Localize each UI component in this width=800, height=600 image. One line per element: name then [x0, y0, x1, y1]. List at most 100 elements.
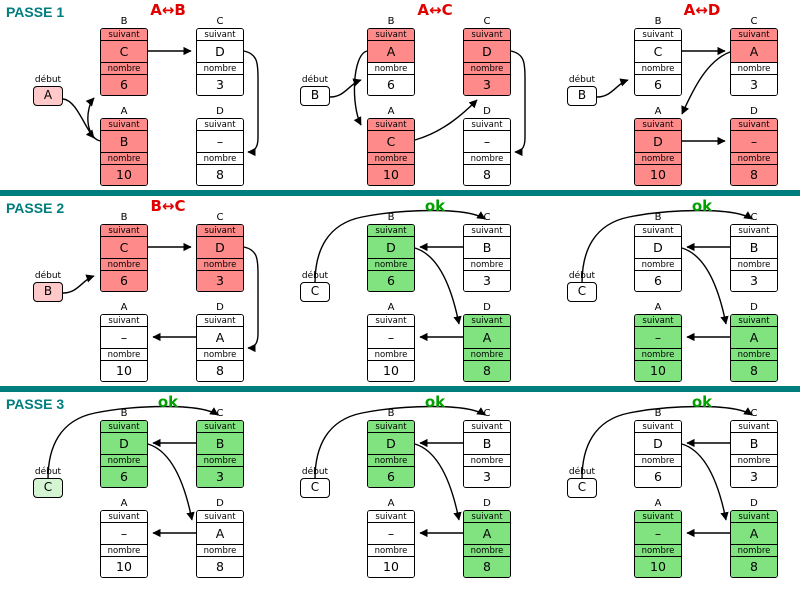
nombre-header: nombre [464, 62, 510, 75]
suivant-header: suivant [635, 315, 681, 327]
node-box: suivant D nombre 6 [100, 420, 148, 488]
node-name-label: A [654, 106, 662, 117]
node-name-label: D [483, 302, 491, 313]
node-box: suivant B nombre 3 [196, 420, 244, 488]
node-name-label: D [750, 106, 758, 117]
node-box: suivant D nombre 3 [196, 28, 244, 96]
node-box: suivant – nombre 10 [634, 510, 682, 578]
nombre-header: nombre [101, 544, 147, 557]
list-node: A suivant – nombre 10 [634, 498, 682, 578]
pass-2-row: PASSE 2 B↔C début B B suivant C nombre 6… [0, 196, 800, 386]
nombre-value: 8 [464, 360, 510, 381]
nombre-header: nombre [197, 62, 243, 75]
nombre-header: nombre [464, 258, 510, 271]
suivant-value: – [101, 327, 147, 349]
list-node: B suivant D nombre 6 [634, 212, 682, 292]
node-box: suivant – nombre 8 [196, 118, 244, 186]
suivant-value: B [101, 131, 147, 153]
node-name-label: A [120, 498, 128, 509]
panel-operation-title: ok [424, 393, 446, 411]
trace-panel: A↔B début A B suivant C nombre 6 C suiva… [0, 0, 267, 190]
node-name-label: A [387, 302, 395, 313]
suivant-value: C [368, 131, 414, 153]
node-name-label: C [216, 16, 224, 27]
debut-label: début [34, 75, 62, 85]
trace-panel: B↔C début B B suivant C nombre 6 C suiva… [0, 196, 267, 386]
list-node: B suivant C nombre 6 [634, 16, 682, 96]
nombre-header: nombre [368, 152, 414, 165]
nombre-value: 8 [197, 164, 243, 185]
suivant-header: suivant [464, 29, 510, 41]
pass-label: PASSE 2 [6, 200, 65, 216]
suivant-header: suivant [368, 119, 414, 131]
nombre-header: nombre [197, 348, 243, 361]
node-box: suivant D nombre 6 [634, 224, 682, 292]
suivant-value: D [635, 131, 681, 153]
suivant-value: B [731, 433, 777, 455]
trace-panel: ok début C B suivant D nombre 6 C suivan… [267, 392, 534, 582]
node-name-label: B [120, 16, 128, 27]
nombre-header: nombre [101, 454, 147, 467]
nombre-header: nombre [635, 152, 681, 165]
panel-operation-title: ok [691, 393, 713, 411]
nombre-header: nombre [635, 544, 681, 557]
suivant-header: suivant [101, 421, 147, 433]
list-node: D suivant A nombre 8 [463, 302, 511, 382]
nombre-value: 8 [731, 164, 777, 185]
debut-value-box: C [33, 478, 63, 498]
panel-operation-title: ok [424, 197, 446, 215]
list-node: D suivant – nombre 8 [196, 106, 244, 186]
suivant-header: suivant [464, 119, 510, 131]
nombre-header: nombre [731, 454, 777, 467]
suivant-value: – [101, 523, 147, 545]
nombre-value: 8 [197, 556, 243, 577]
debut-value-box: B [300, 86, 330, 106]
list-node: A suivant C nombre 10 [367, 106, 415, 186]
list-node: A suivant D nombre 10 [634, 106, 682, 186]
list-node: D suivant – nombre 8 [730, 106, 778, 186]
debut-pointer: début B [292, 75, 338, 106]
node-name-label: B [387, 212, 395, 223]
suivant-value: C [101, 41, 147, 63]
suivant-header: suivant [731, 315, 777, 327]
node-name-label: C [216, 212, 224, 223]
suivant-value: – [731, 131, 777, 153]
pointer-arrow-TL-to-BL [353, 50, 368, 126]
suivant-header: suivant [731, 421, 777, 433]
nombre-value: 10 [368, 556, 414, 577]
node-box: suivant – nombre 10 [100, 510, 148, 578]
node-name-label: A [387, 106, 395, 117]
suivant-header: suivant [731, 511, 777, 523]
debut-pointer: début C [292, 271, 338, 302]
suivant-header: suivant [368, 315, 414, 327]
node-name-label: D [216, 302, 224, 313]
suivant-header: suivant [368, 421, 414, 433]
nombre-value: 3 [197, 466, 243, 487]
node-box: suivant D nombre 6 [367, 224, 415, 292]
node-box: suivant D nombre 6 [634, 420, 682, 488]
nombre-value: 10 [101, 164, 147, 185]
panel-operation-title: A↔D [683, 1, 721, 19]
suivant-header: suivant [101, 225, 147, 237]
nombre-value: 6 [635, 270, 681, 291]
suivant-header: suivant [731, 119, 777, 131]
node-box: suivant B nombre 3 [730, 420, 778, 488]
pointer-arrow-TL-to-BR [414, 247, 462, 325]
node-name-label: A [120, 302, 128, 313]
suivant-value: A [731, 523, 777, 545]
list-node: B suivant C nombre 6 [100, 16, 148, 96]
debut-pointer: début C [559, 467, 605, 498]
nombre-value: 6 [635, 466, 681, 487]
nombre-value: 3 [731, 270, 777, 291]
suivant-value: C [101, 237, 147, 259]
node-box: suivant – nombre 8 [463, 118, 511, 186]
suivant-header: suivant [635, 29, 681, 41]
list-node: C suivant A nombre 3 [730, 16, 778, 96]
list-node: C suivant D nombre 3 [463, 16, 511, 96]
node-box: suivant D nombre 3 [463, 28, 511, 96]
suivant-value: D [197, 237, 243, 259]
nombre-header: nombre [368, 62, 414, 75]
nombre-value: 3 [197, 270, 243, 291]
list-node: D suivant – nombre 8 [463, 106, 511, 186]
node-box: suivant A nombre 8 [730, 314, 778, 382]
